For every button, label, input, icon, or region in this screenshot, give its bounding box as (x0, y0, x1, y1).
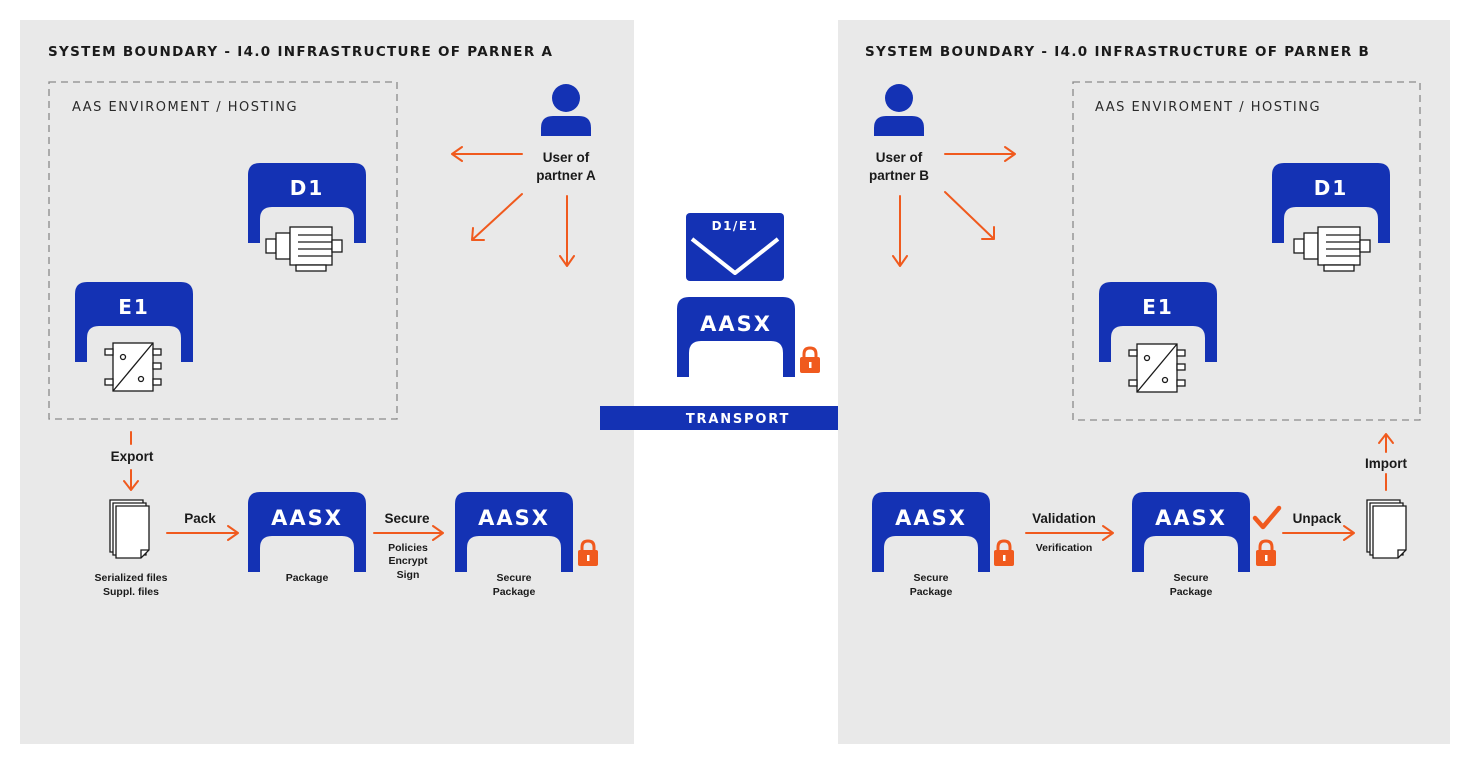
partner-b-boundary: SYSTEM BOUNDARY - I4.0 INFRASTRUCTURE OF… (838, 20, 1450, 744)
serialized-files-icon (109, 499, 150, 559)
user-a-arrows (451, 146, 575, 267)
validated-package-shell: AASX (1132, 492, 1250, 572)
import-label: Import (1365, 456, 1408, 471)
validation-arrow (1025, 525, 1114, 541)
checkmark-icon (1252, 505, 1282, 530)
transport-arrow (600, 406, 886, 430)
received-package-caption-1: Secure (913, 572, 948, 584)
files-caption-2: Suppl. files (103, 586, 159, 598)
pack-label: Pack (184, 511, 216, 526)
unpack-arrow (1282, 525, 1355, 541)
converter-icon (104, 342, 162, 392)
secure-package-shell: AASX (455, 492, 573, 572)
d1-label: D1 (1314, 176, 1349, 200)
export-arrow (123, 469, 139, 491)
user-a-line2: partner A (536, 168, 596, 183)
transit-aasx-shell: AASX (677, 297, 795, 377)
pack-arrow (166, 525, 239, 541)
partner-b-d1-shell: D1 (1272, 163, 1390, 272)
partner-b-title: SYSTEM BOUNDARY - I4.0 INFRASTRUCTURE OF… (865, 44, 1370, 60)
secure-step-policies: Policies (388, 542, 428, 554)
envelope-icon: D1/E1 (686, 213, 784, 281)
partner-b-e1-shell: E1 (1099, 282, 1217, 393)
user-b-line1: User of (876, 150, 923, 165)
validated-package-caption-1: Secure (1173, 572, 1208, 584)
partner-a-boundary: SYSTEM BOUNDARY - I4.0 INFRASTRUCTURE OF… (20, 20, 634, 744)
partner-a-aas-environment (48, 81, 398, 420)
partner-b-aas-environment (1072, 81, 1421, 421)
files-caption-1: Serialized files (95, 572, 168, 584)
package-caption: Package (286, 572, 329, 584)
secure-package-aasx-label: AASX (478, 506, 550, 530)
export-label: Export (111, 449, 154, 464)
package-aasx-label: AASX (271, 506, 343, 530)
secure-label: Secure (384, 511, 430, 526)
secure-step-sign: Sign (397, 569, 420, 581)
user-b-line2: partner B (869, 168, 929, 183)
import-arrow (1378, 433, 1394, 453)
validation-label: Validation (1032, 511, 1096, 526)
d1-label: D1 (290, 176, 325, 200)
package-shell: AASX (248, 492, 366, 572)
transit-aasx-label: AASX (700, 312, 772, 336)
secure-step-encrypt: Encrypt (388, 555, 428, 567)
lock-icon (798, 346, 822, 375)
received-package-caption-2: Package (910, 586, 953, 598)
envelope-label: D1/E1 (712, 219, 759, 233)
received-package-aasx-label: AASX (895, 506, 967, 530)
validated-package-caption-2: Package (1170, 586, 1213, 598)
secure-arrow (373, 525, 444, 541)
converter-icon (1128, 343, 1186, 393)
secure-package-caption-1: Secure (496, 572, 531, 584)
partner-a-env-label: AAS ENVIROMENT / HOSTING (72, 100, 298, 115)
partner-b-env-label: AAS ENVIROMENT / HOSTING (1095, 100, 1321, 115)
transport-area: D1/E1 AASX TRANSPORT (600, 213, 886, 430)
user-a-line1: User of (543, 150, 590, 165)
secure-package-caption-2: Package (493, 586, 536, 598)
partner-a-d1-shell: D1 (248, 163, 366, 272)
received-package-shell: AASX (872, 492, 990, 572)
e1-label: E1 (1142, 295, 1174, 319)
validated-package-aasx-label: AASX (1155, 506, 1227, 530)
user-b-arrows (892, 146, 1016, 267)
transport-label: TRANSPORT (686, 412, 790, 427)
partner-a-title: SYSTEM BOUNDARY - I4.0 INFRASTRUCTURE OF… (48, 44, 553, 60)
unpacked-files-icon (1366, 499, 1407, 559)
unpack-label: Unpack (1293, 511, 1342, 526)
verification-label: Verification (1036, 542, 1093, 554)
e1-label: E1 (118, 295, 150, 319)
partner-a-e1-shell: E1 (75, 282, 193, 392)
